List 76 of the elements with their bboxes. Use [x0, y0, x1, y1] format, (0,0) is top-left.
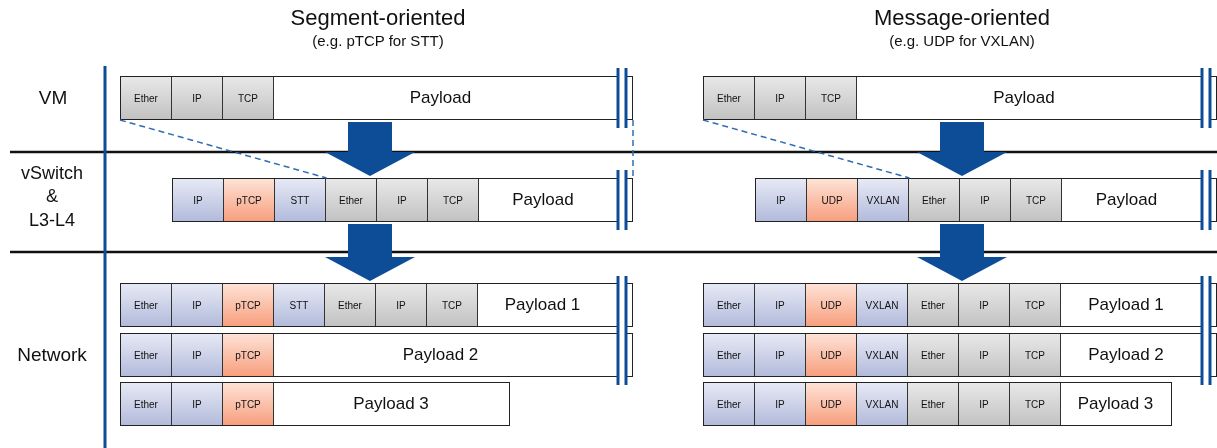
block-arrow: [917, 122, 1007, 176]
panel-title: Segment-oriented: [289, 4, 467, 32]
header-field: IP: [755, 334, 806, 376]
header-field: IP: [755, 77, 806, 119]
block-arrow: [325, 224, 415, 281]
header-field: TCP: [1010, 334, 1061, 376]
header-field: TCP: [806, 77, 857, 119]
header-field: VXLAN: [857, 284, 908, 326]
header-field: TCP: [1011, 179, 1062, 221]
layer-label: Network: [16, 343, 88, 367]
header-field: Ether: [704, 383, 755, 425]
packet-bar: [120, 333, 633, 377]
header-field: IP: [960, 179, 1011, 221]
header-field: STT: [274, 284, 325, 326]
header-field: Ether: [121, 383, 172, 425]
header-field: TCP: [1010, 383, 1061, 425]
guide-line: [119, 119, 328, 179]
guide-line: [702, 119, 911, 179]
header-field: Ether: [908, 383, 959, 425]
header-field: Ether: [325, 284, 376, 326]
header-field: TCP: [428, 179, 479, 221]
header-field: pTCP: [223, 383, 274, 425]
header-field: TCP: [1010, 284, 1061, 326]
header-field: STT: [275, 179, 326, 221]
packet-bar: [755, 178, 1217, 222]
header-field: IP: [959, 334, 1010, 376]
header-field: UDP: [806, 284, 857, 326]
header-field: IP: [377, 179, 428, 221]
header-field: IP: [173, 179, 224, 221]
packet-bar: [120, 76, 633, 120]
header-field: pTCP: [223, 284, 274, 326]
panel-subtitle: (e.g. pTCP for STT): [311, 31, 445, 51]
panel-title: Message-oriented: [872, 4, 1052, 32]
header-field: IP: [959, 383, 1010, 425]
header-field: pTCP: [224, 179, 275, 221]
header-field: Ether: [121, 77, 172, 119]
header-field: IP: [959, 284, 1010, 326]
header-field: IP: [172, 284, 223, 326]
header-field: Ether: [908, 334, 959, 376]
packet-bar: [120, 382, 510, 426]
header-field: TCP: [427, 284, 478, 326]
header-field: VXLAN: [857, 334, 908, 376]
packet-bar: [703, 283, 1217, 327]
header-field: IP: [376, 284, 427, 326]
header-field: VXLAN: [858, 179, 909, 221]
block-arrow: [325, 122, 415, 176]
packet-bar: [703, 382, 1172, 426]
header-field: IP: [172, 77, 223, 119]
header-field: UDP: [806, 334, 857, 376]
header-field: Ether: [121, 334, 172, 376]
header-field: UDP: [806, 383, 857, 425]
header-field: Ether: [704, 334, 755, 376]
header-field: Ether: [908, 284, 959, 326]
layer-label: VM: [37, 86, 69, 110]
packet-bar: [172, 178, 633, 222]
header-field: Ether: [704, 77, 755, 119]
header-field: Ether: [909, 179, 960, 221]
header-field: pTCP: [223, 334, 274, 376]
header-field: IP: [755, 284, 806, 326]
header-field: Ether: [326, 179, 377, 221]
panel-subtitle: (e.g. UDP for VXLAN): [888, 31, 1036, 51]
header-field: UDP: [807, 179, 858, 221]
header-field: VXLAN: [857, 383, 908, 425]
packet-bar: [703, 76, 1217, 120]
header-field: IP: [172, 383, 223, 425]
packet-bar: [120, 283, 633, 327]
guide-line: [632, 119, 634, 179]
layer-label: vSwitch & L3-L4: [21, 162, 83, 232]
packet-bar: [703, 333, 1217, 377]
header-field: IP: [755, 383, 806, 425]
header-field: Ether: [121, 284, 172, 326]
block-arrow: [917, 224, 1007, 281]
header-field: IP: [756, 179, 807, 221]
header-field: TCP: [223, 77, 274, 119]
header-field: IP: [172, 334, 223, 376]
header-field: Ether: [704, 284, 755, 326]
